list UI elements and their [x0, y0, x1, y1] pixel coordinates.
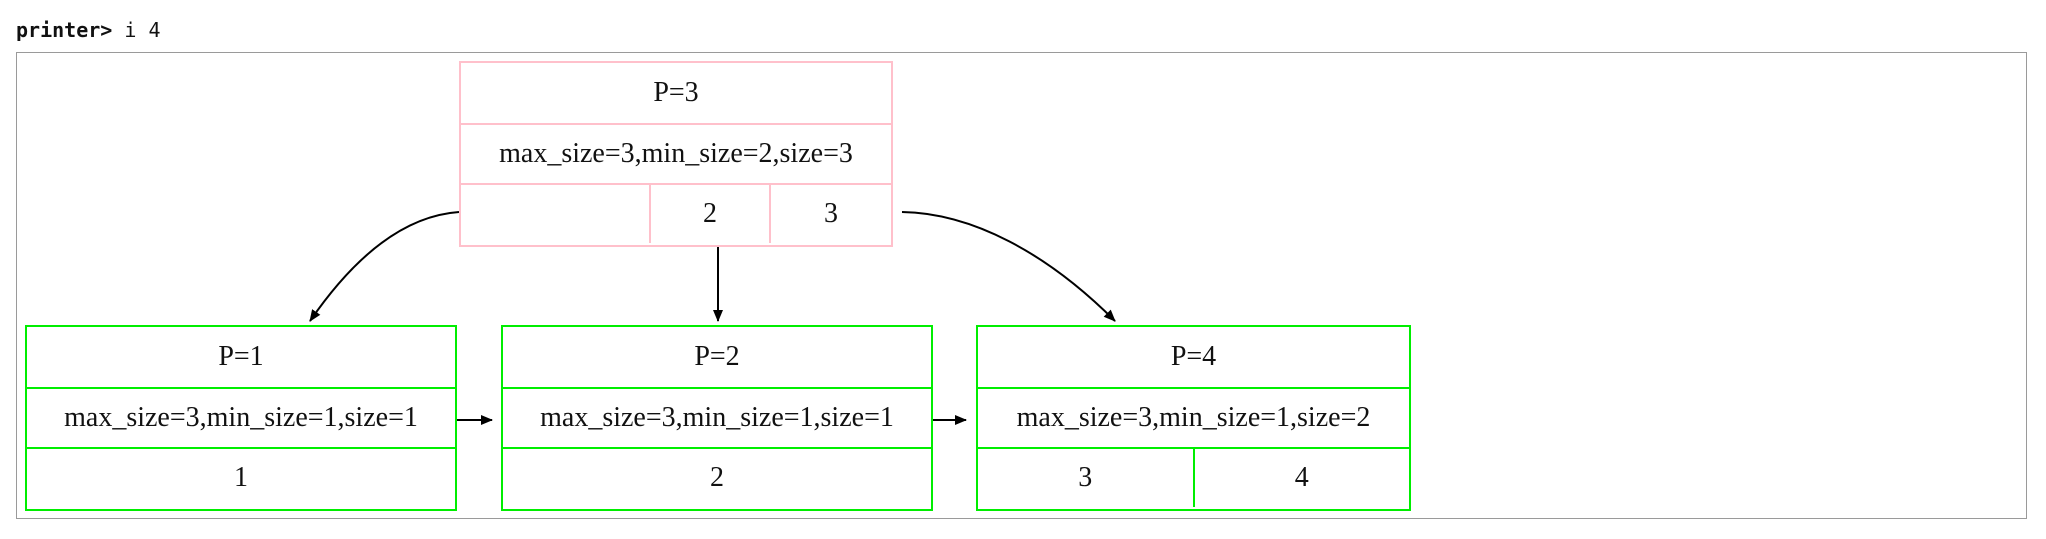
edge-root-to-p4	[901, 211, 1116, 322]
key-cell: 1	[234, 462, 248, 493]
node-title: P=3	[653, 77, 699, 108]
tree-node-p3-root: P=3 max_size=3,min_size=2,size=3 2 3	[459, 61, 893, 247]
key-cell: 3	[769, 185, 891, 243]
key-cell: 3	[1078, 462, 1093, 493]
node-info: max_size=3,min_size=1,size=1	[27, 387, 455, 447]
key-cell	[461, 185, 649, 243]
node-keys: 2	[503, 447, 931, 507]
key-cell: 4	[1192, 449, 1410, 507]
terminal-command-line: printer> i 4	[16, 18, 161, 42]
edge-root-to-p1	[309, 211, 460, 322]
key-cell: 2	[649, 185, 769, 243]
node-info: max_size=3,min_size=2,size=3	[461, 123, 891, 183]
terminal-prompt: printer>	[16, 18, 113, 42]
node-title: P=2	[694, 341, 740, 372]
node-keys: 2 3	[461, 183, 891, 243]
key-cell: 2	[710, 462, 724, 493]
node-keys: 1	[27, 447, 455, 507]
tree-node-p1: P=1 max_size=3,min_size=1,size=1 1	[25, 325, 457, 511]
tree-edges	[309, 211, 1116, 425]
node-title: P=1	[218, 341, 264, 372]
tree-node-p4: P=4 max_size=3,min_size=1,size=2 3 4	[976, 325, 1411, 511]
node-info: max_size=3,min_size=1,size=2	[978, 387, 1409, 447]
node-info: max_size=3,min_size=1,size=1	[503, 387, 931, 447]
node-keys: 3 4	[978, 447, 1409, 507]
tree-node-p2: P=2 max_size=3,min_size=1,size=1 2	[501, 325, 933, 511]
node-title: P=4	[1170, 341, 1217, 372]
bplus-tree-diagram: P=3 max_size=3,min_size=2,size=3 2 3 P=1…	[16, 52, 2027, 519]
terminal-command: i 4	[124, 18, 161, 42]
